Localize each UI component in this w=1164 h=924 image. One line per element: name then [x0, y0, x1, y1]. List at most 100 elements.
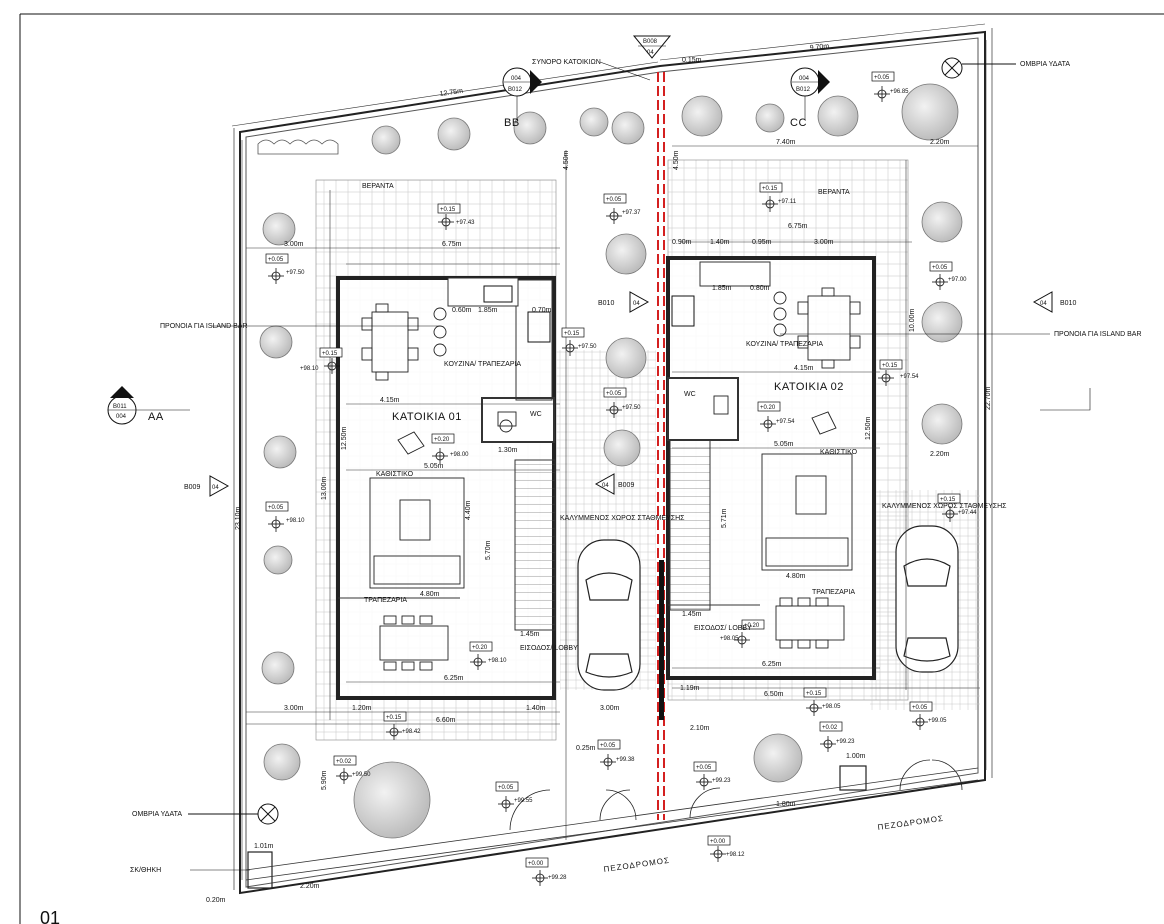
level-tag-boxes — [265, 71, 961, 868]
furniture-house1 — [361, 303, 517, 671]
drawing-number: 01 — [40, 908, 60, 924]
dim-text: 3.00m — [284, 705, 304, 712]
level-text: +97.50 — [578, 344, 597, 350]
dim-text: 6.75m — [788, 223, 808, 230]
entrance-label-2: ΕΙΣΟΔΟΣ/ LOBBY — [694, 625, 752, 632]
dim-text: 12.50m — [865, 416, 872, 440]
parking-label-2: ΚΑΛΥΜΜΕΝΟΣ ΧΩΡΟΣ ΣΤΑΘΜΕΥΣΗΣ — [882, 503, 1007, 510]
dim-text: 3.00m — [284, 241, 304, 248]
level-text: +0.05 — [600, 743, 616, 749]
dim-text: 6.50m — [764, 691, 784, 698]
level-text: +98.12 — [726, 852, 745, 858]
entrance-label-1: ΕΙΣΟΔΟΣ/ LOBBY — [520, 645, 578, 652]
level-text: +0.05 — [498, 785, 514, 791]
car-left — [577, 539, 641, 691]
dim-text: 1.45m — [520, 631, 540, 638]
b008-code: B008 — [643, 39, 658, 45]
level-text: +0.05 — [932, 265, 948, 271]
dim-text: 10.00m — [909, 308, 916, 332]
section-marker-b009-left — [209, 475, 230, 497]
level-text: +0.05 — [874, 75, 890, 81]
level-text: +99.38 — [616, 757, 635, 763]
section-marker-b011 — [107, 386, 137, 425]
level-text: +0.05 — [696, 765, 712, 771]
dim-text: 12.75m — [439, 88, 463, 98]
dim-text: 12.50m — [341, 426, 348, 450]
dim-text: 7.40m — [776, 139, 796, 146]
dim-text: 4.15m — [380, 397, 400, 404]
level-text: +0.15 — [940, 497, 956, 503]
level-text: +97.54 — [776, 419, 795, 425]
section-aa: AA — [148, 411, 164, 423]
house2-title: ΚΑΤΟΙΚΙΑ 02 — [774, 381, 844, 393]
dim-text: 23.10m — [235, 506, 242, 530]
dim-text: 4.15m — [794, 365, 814, 372]
boundary-note: ΣΥΝΟΡΟ ΚΑΤΟΙΚΙΩΝ — [532, 59, 601, 66]
level-text: +0.15 — [440, 207, 456, 213]
dim-text: 2.10m — [690, 725, 710, 732]
dim-text: 0.80m — [750, 285, 770, 292]
kitchen-label-1: ΚΟΥΖΙΝΑ/ ΤΡΑΠΕΖΑΡΙΑ — [444, 361, 521, 368]
level-text: +98.42 — [402, 729, 421, 735]
dim-text: 0.90m — [672, 239, 692, 246]
dim-text: 9.70m — [809, 43, 829, 52]
b012-right-ref: B012 — [796, 87, 811, 93]
dim-text: 6.75m — [442, 241, 462, 248]
level-text: +0.02 — [336, 759, 352, 765]
level-text: +97.00 — [948, 277, 967, 283]
dim-text: 4.50m — [673, 150, 680, 170]
dim-text: 5.70m — [485, 540, 492, 560]
dim-text: 2.20m — [930, 451, 950, 458]
furniture-house2 — [713, 287, 861, 649]
dim-text: 5.05m — [774, 441, 794, 448]
sidewalk-label-left: ΠΕΖΟΔΡΟΜΟΣ — [603, 856, 670, 874]
b009-left-num: 04 — [212, 485, 219, 491]
level-text: +98.10 — [488, 658, 507, 664]
dim-text: 0.60m — [452, 307, 472, 314]
level-text: +97.54 — [900, 374, 919, 380]
dim-text: 1.85m — [712, 285, 732, 292]
dim-text: 22.70m — [985, 386, 992, 410]
storage-label: ΣΚ/ΘΗΚΗ — [130, 867, 161, 874]
level-text: +98.05 — [822, 704, 841, 710]
dim-text: 1.20m — [352, 705, 372, 712]
level-text: +98.10 — [300, 366, 319, 372]
dim-text: 1.01m — [254, 843, 274, 850]
section-marker-b008 — [632, 35, 672, 59]
wc-label-1: WC — [530, 411, 542, 418]
dim-text: 0.95m — [752, 239, 772, 246]
level-text: +0.20 — [472, 645, 488, 651]
island-note-left: ΠΡΟΝΟΙΑ ΓΙΑ ISLAND BAR — [160, 323, 248, 330]
section-cc: CC — [790, 117, 807, 129]
level-text: +97.43 — [456, 220, 475, 226]
level-text: +0.05 — [268, 505, 284, 511]
level-text: +0.05 — [912, 705, 928, 711]
boundary-wall — [657, 72, 665, 820]
veranda-label-1: ΒΕΡΑΝΤΑ — [362, 183, 394, 190]
level-text: +0.20 — [434, 437, 450, 443]
shrubs — [257, 139, 339, 155]
rain-drain-icon — [941, 57, 1016, 79]
rain-drain-icon — [188, 803, 279, 825]
level-text: +97.50 — [286, 270, 305, 276]
b012-left-code: 004 — [511, 76, 522, 82]
b010-right-num: 04 — [1040, 301, 1047, 307]
level-text: +97.50 — [622, 405, 641, 411]
dim-text: 6.60m — [436, 717, 456, 724]
level-text: +0.05 — [606, 391, 622, 397]
b009-mid-num: 04 — [602, 483, 609, 489]
dim-text: 1.40m — [710, 239, 730, 246]
dim-text: 0.70m — [532, 307, 552, 314]
dim-text: 0.20m — [206, 897, 226, 904]
b008-num: 04 — [647, 50, 654, 56]
dim-text: 5.71m — [721, 508, 728, 528]
house1-title: ΚΑΤΟΙΚΙΑ 01 — [392, 411, 462, 423]
veranda-label-2: ΒΕΡΑΝΤΑ — [818, 189, 850, 196]
leader-lines — [136, 61, 1091, 871]
sidewalk-label-right: ΠΕΖΟΔΡΟΜΟΣ — [877, 814, 944, 832]
level-text: +0.05 — [268, 257, 284, 263]
level-text: +0.15 — [762, 186, 778, 192]
dim-text: 3.00m — [600, 705, 620, 712]
dim-text: 1.45m — [682, 611, 702, 618]
